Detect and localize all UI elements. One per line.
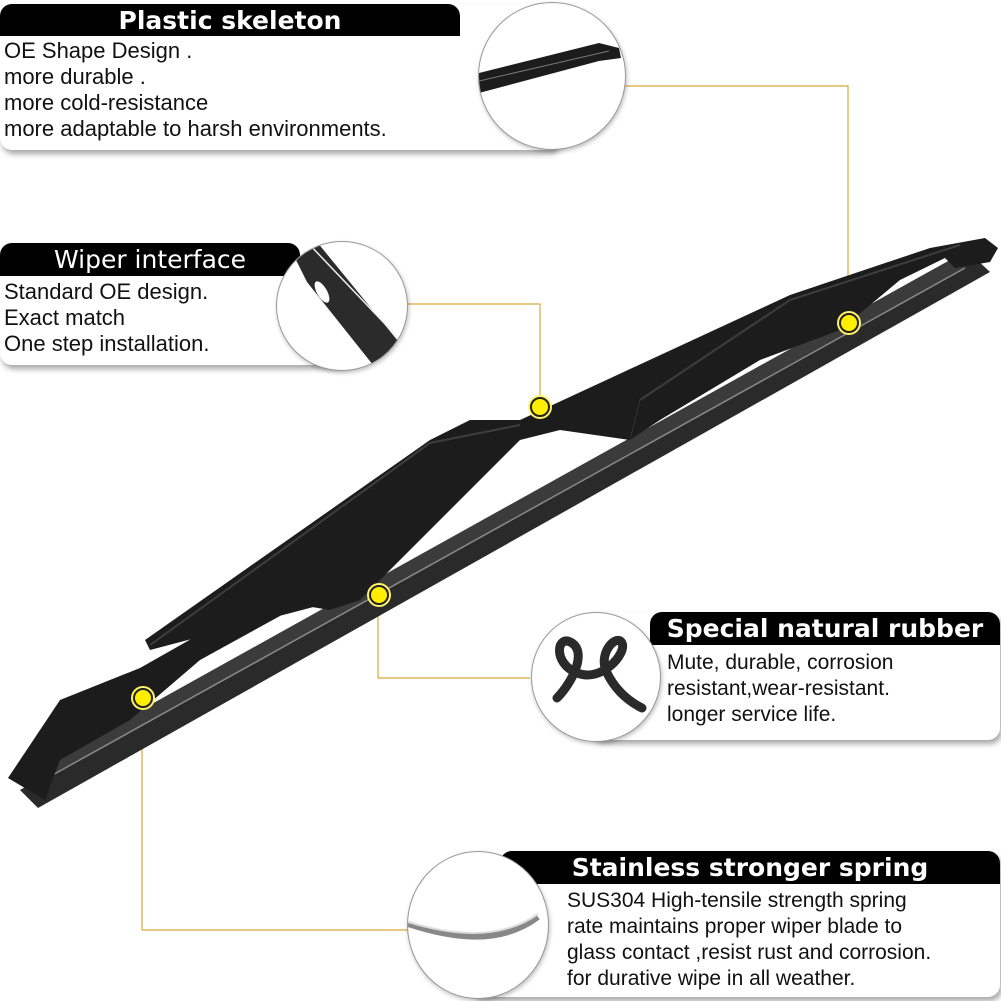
callout-line: more adaptable to harsh environments.: [4, 116, 387, 141]
detail-image-wiper-interface: [276, 241, 408, 371]
marker-plastic-skeleton: [839, 313, 859, 333]
callout-body: Mute, durable, corrosion resistant,wear-…: [667, 650, 893, 728]
callout-line: glass contact ,resist rust and corrosion…: [567, 941, 932, 964]
interface-detail-icon: [287, 242, 407, 370]
wiper-blade: [8, 238, 998, 808]
callout-body: Standard OE design. Exact match One step…: [4, 279, 209, 357]
callout-line: OE Shape Design .: [4, 38, 193, 63]
callout-line: Mute, durable, corrosion: [667, 651, 894, 674]
marker-spring: [133, 688, 153, 708]
callout-line: longer service life.: [667, 703, 837, 726]
callout-line: SUS304 High-tensile strength spring: [567, 889, 907, 912]
callout-line: more cold-resistance: [4, 90, 209, 115]
rubber-loop-icon: [552, 636, 647, 713]
leader-lines: [141, 85, 849, 931]
marker-wiper-interface: [530, 397, 550, 417]
callout-title: Plastic skeleton: [0, 4, 460, 36]
callout-line: for durative wipe in all weather.: [567, 967, 856, 990]
callout-title: Wiper interface: [0, 243, 300, 276]
callout-spring: Stainless stronger spring SUS304 High-te…: [470, 851, 1000, 997]
callout-body: OE Shape Design . more durable . more co…: [4, 38, 387, 142]
callout-line: Standard OE design.: [4, 279, 209, 304]
frame-detail-icon: [479, 43, 621, 93]
marker-natural-rubber: [369, 585, 389, 605]
detail-image-spring: [407, 851, 549, 999]
callout-line: more durable .: [4, 64, 146, 89]
detail-image-natural-rubber: [531, 612, 661, 742]
callout-line: rate maintains proper wiper blade to: [567, 915, 903, 938]
callout-title: Special natural rubber: [650, 612, 1000, 645]
callout-plastic-skeleton: Plastic skeleton OE Shape Design . more …: [0, 4, 560, 150]
detail-image-plastic-skeleton: [478, 2, 626, 150]
callout-line: Exact match: [4, 305, 126, 330]
spring-strip-icon: [408, 913, 540, 940]
callout-body: SUS304 High-tensile strength spring rate…: [567, 888, 931, 992]
callout-line: resistant,wear-resistant.: [667, 677, 890, 700]
callout-line: One step installation.: [4, 331, 210, 356]
callout-title: Stainless stronger spring: [500, 851, 1000, 884]
